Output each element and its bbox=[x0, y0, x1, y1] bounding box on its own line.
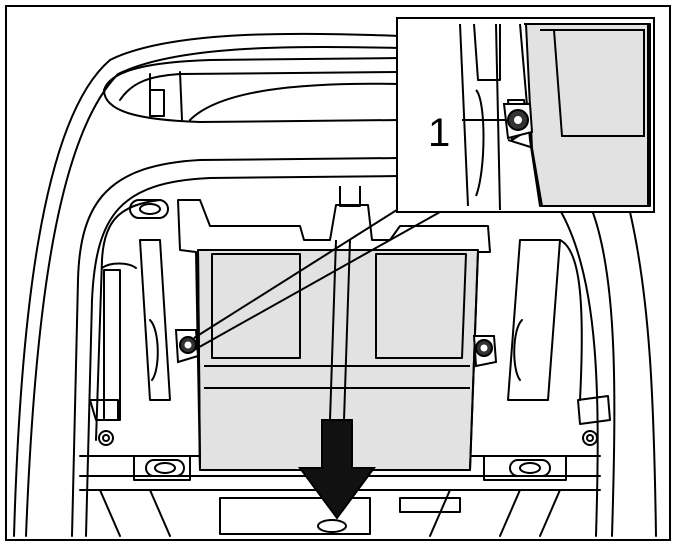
removal-direction-arrow bbox=[298, 419, 376, 533]
module-shaded-part bbox=[177, 186, 491, 471]
roof-console-outline bbox=[13, 32, 657, 537]
fastener-right bbox=[472, 335, 498, 368]
detail-inset: 1 bbox=[396, 17, 655, 213]
fastener-detail bbox=[502, 103, 534, 140]
fastener-left bbox=[174, 329, 200, 364]
detail-leader-lines bbox=[193, 207, 441, 351]
callout-label-1: 1 bbox=[428, 111, 450, 155]
